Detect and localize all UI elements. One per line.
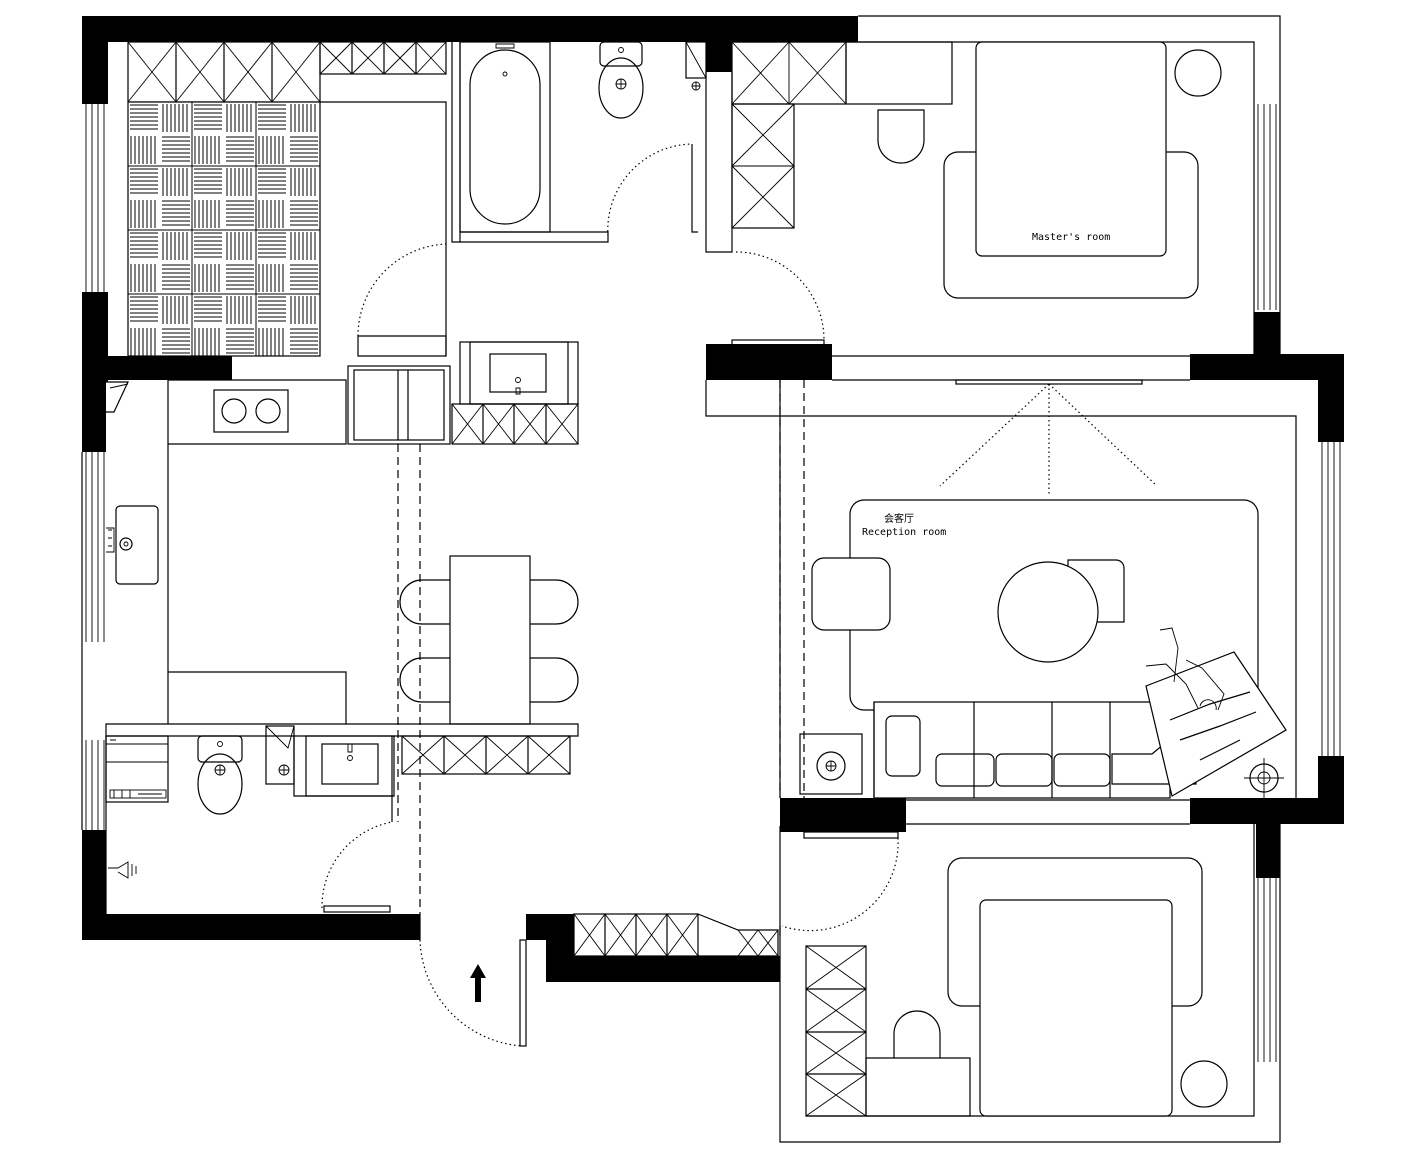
wardrobes [127, 41, 953, 1117]
wall-left-kitchen [82, 382, 106, 452]
wall-bedroom-right [1256, 820, 1280, 878]
wall-entry-top [526, 914, 574, 940]
second-bedroom [865, 857, 1228, 1117]
wall-bath-top [706, 42, 732, 72]
study-floor-pattern [127, 101, 321, 357]
wall-left-mid [82, 292, 108, 382]
master-room-label: Master's room [1032, 232, 1110, 243]
wall-right-upper [1318, 354, 1344, 442]
wall-inner-study [106, 356, 232, 380]
wall-left-upper [82, 16, 108, 104]
shower-top [685, 41, 707, 91]
master-room: Master's room [877, 41, 1222, 299]
reception-label-cn: 会客厅 [884, 512, 914, 525]
wall-master-right [1254, 312, 1280, 356]
wall-top-left [82, 16, 858, 42]
wall-entry-bottom [546, 956, 780, 982]
thin-walls [81, 15, 1341, 1143]
kitchen [106, 341, 579, 585]
wall-reception-bottom [1190, 798, 1344, 824]
reception-label-en: Reception room [862, 527, 946, 538]
wall-reception-bottom-left [780, 798, 906, 832]
dining-table [399, 555, 579, 725]
doors [321, 143, 899, 1047]
sliding-tracks [391, 380, 805, 914]
toilet-top [598, 41, 644, 119]
structural-walls [82, 16, 1344, 982]
reception-room: 会客厅 Reception room [799, 379, 1287, 799]
lower-bathroom [105, 725, 395, 879]
wall-bottom-left [82, 914, 420, 940]
bathtub [459, 41, 551, 233]
entry-arrow-icon [470, 964, 486, 1002]
wall-master-bottom [706, 344, 832, 380]
